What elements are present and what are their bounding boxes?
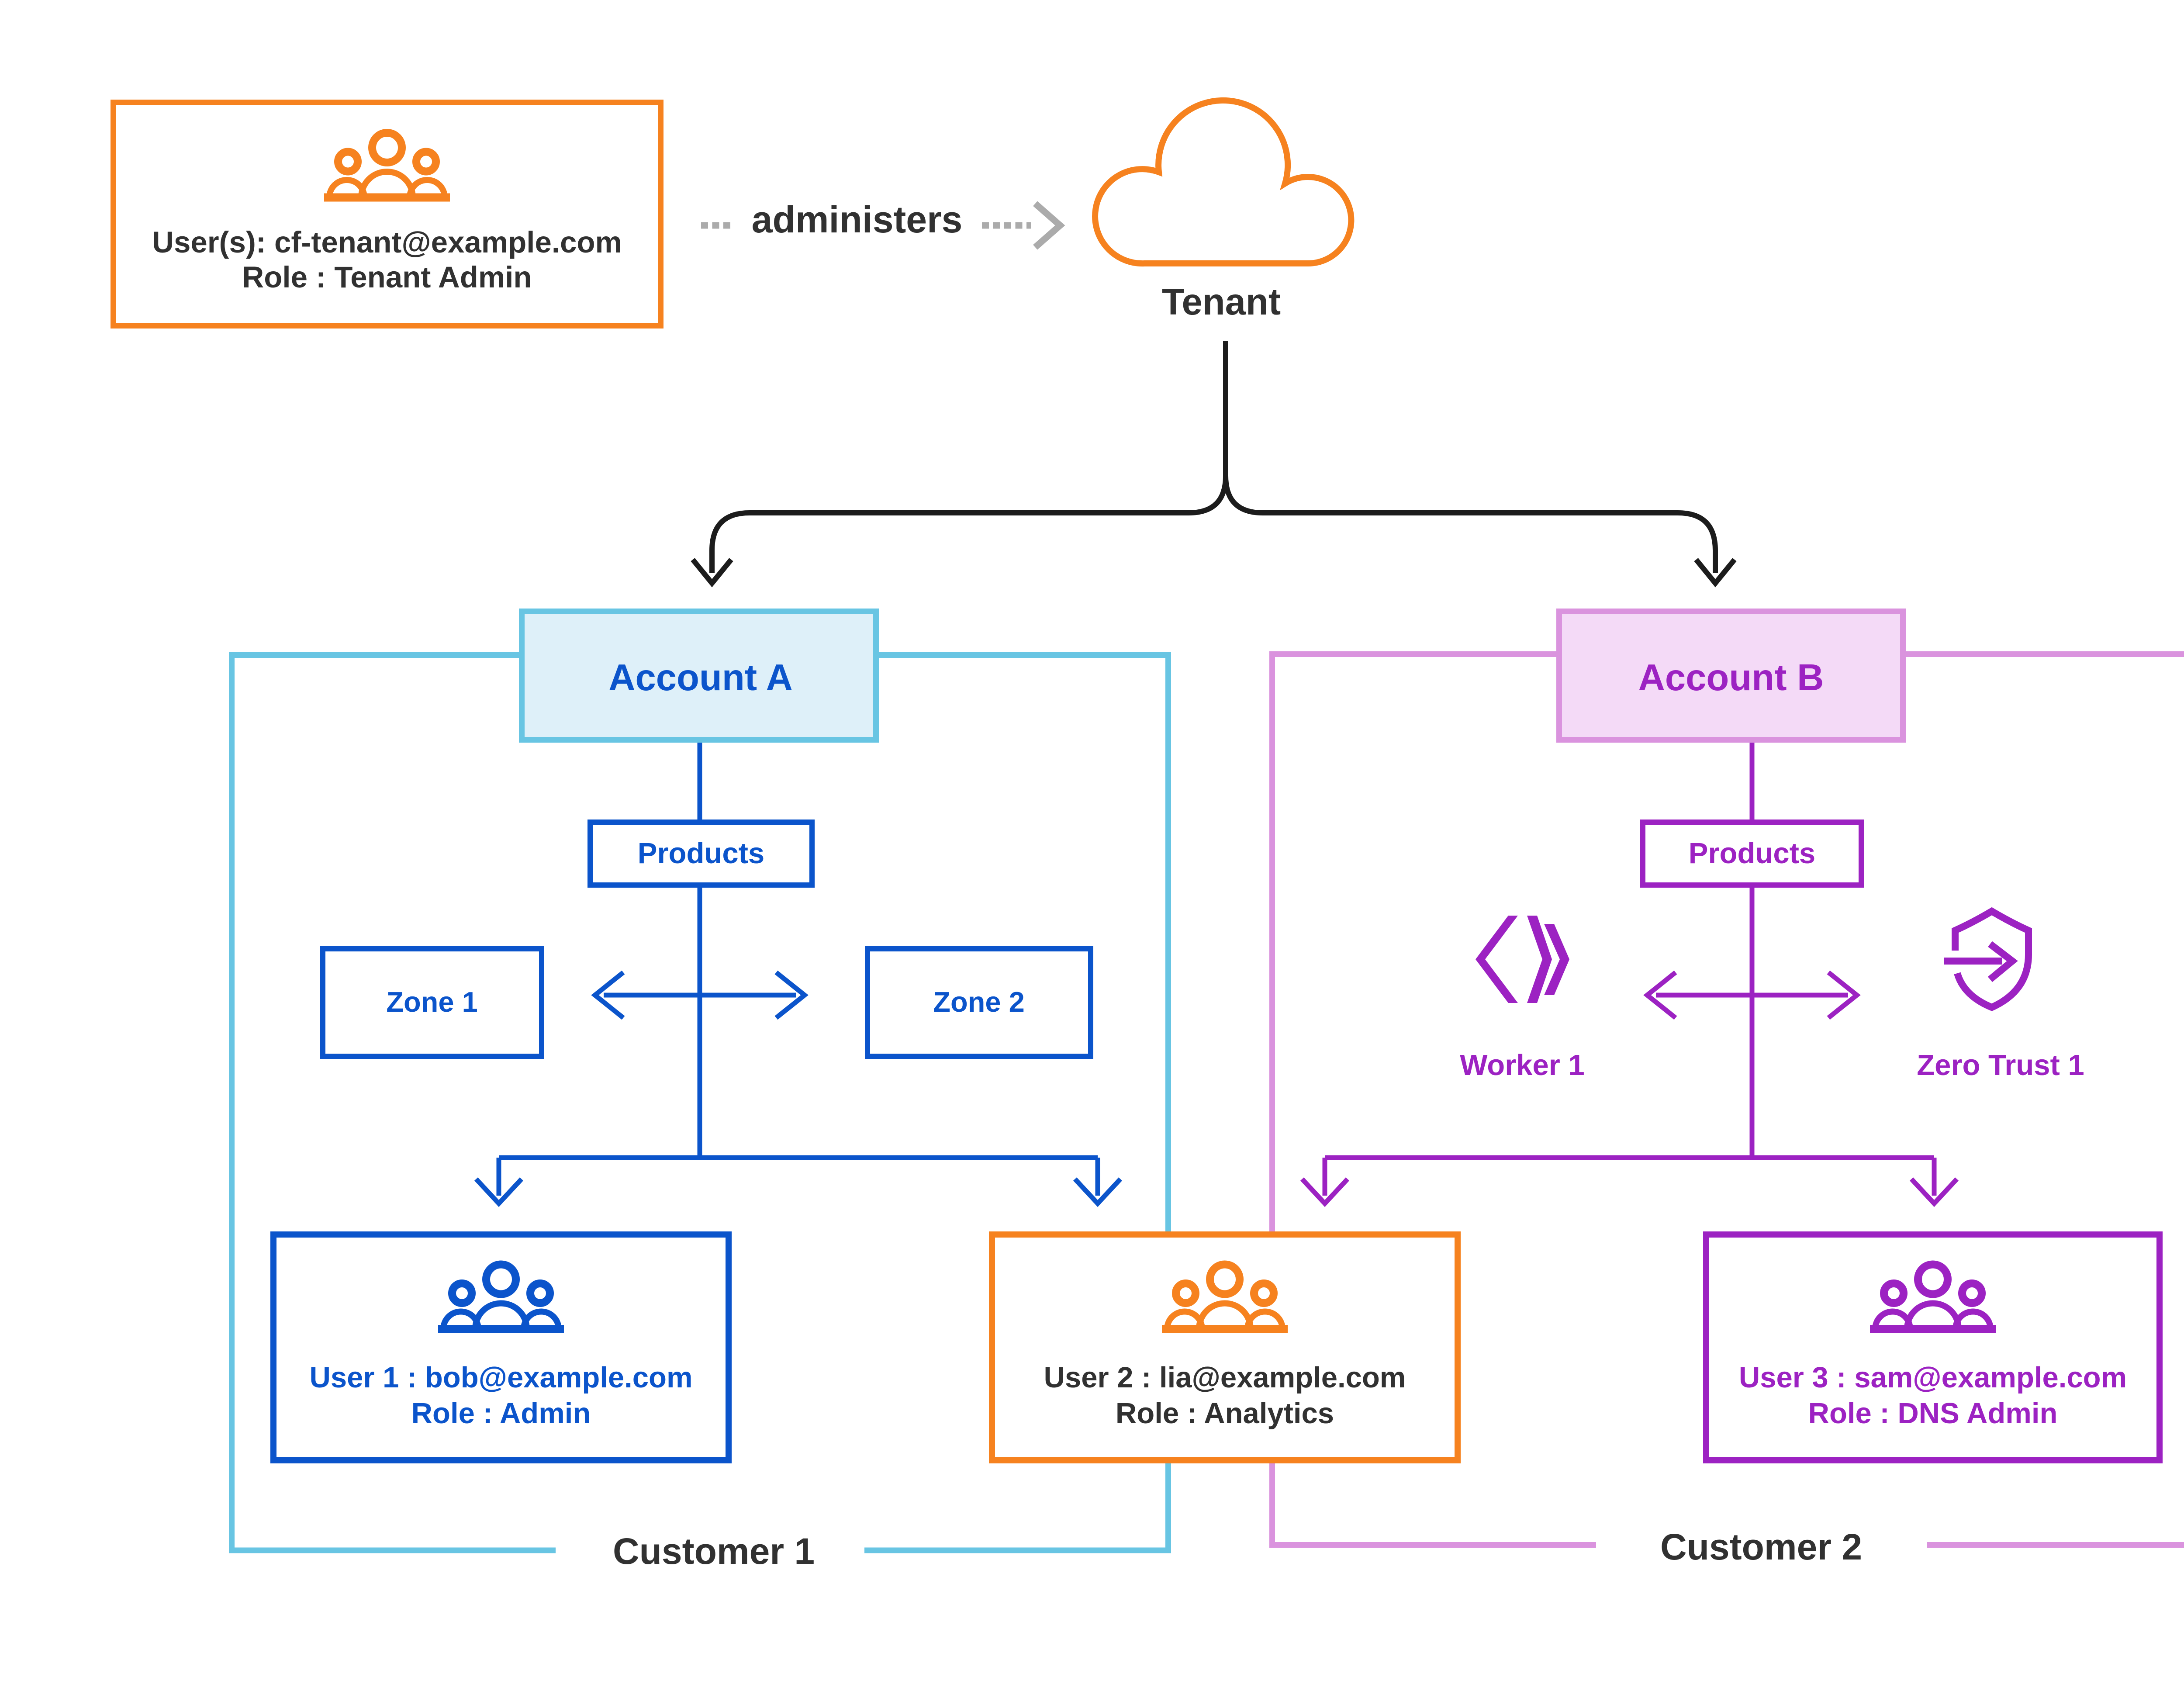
svg-text:Tenant: Tenant bbox=[1162, 281, 1281, 323]
svg-text:Products: Products bbox=[1689, 837, 1815, 870]
svg-text:Customer 1: Customer 1 bbox=[613, 1531, 815, 1572]
svg-text:Zero Trust 1: Zero Trust 1 bbox=[1917, 1049, 2084, 1082]
svg-text:Role : Admin: Role : Admin bbox=[411, 1397, 591, 1430]
svg-text:Customer 2: Customer 2 bbox=[1660, 1526, 1862, 1567]
svg-text:Worker 1: Worker 1 bbox=[1460, 1049, 1585, 1082]
svg-text:administers: administers bbox=[752, 199, 963, 241]
svg-text:User 3 : sam@example.com: User 3 : sam@example.com bbox=[1739, 1361, 2127, 1394]
svg-text:Role : Analytics: Role : Analytics bbox=[1116, 1397, 1334, 1430]
svg-text:Account B: Account B bbox=[1638, 657, 1824, 698]
svg-text:User 1 : bob@example.com: User 1 : bob@example.com bbox=[309, 1361, 692, 1394]
svg-text:Products: Products bbox=[638, 837, 764, 870]
svg-text:Role : DNS Admin: Role : DNS Admin bbox=[1808, 1397, 2058, 1430]
svg-text:Account A: Account A bbox=[608, 657, 793, 698]
svg-text:Zone 2: Zone 2 bbox=[933, 986, 1024, 1018]
svg-text:User 2 : lia@example.com: User 2 : lia@example.com bbox=[1044, 1361, 1406, 1394]
svg-text:Zone 1: Zone 1 bbox=[386, 986, 477, 1018]
svg-text:Role : Tenant Admin: Role : Tenant Admin bbox=[242, 260, 532, 294]
svg-text:User(s): cf-tenant@example.com: User(s): cf-tenant@example.com bbox=[152, 225, 622, 259]
